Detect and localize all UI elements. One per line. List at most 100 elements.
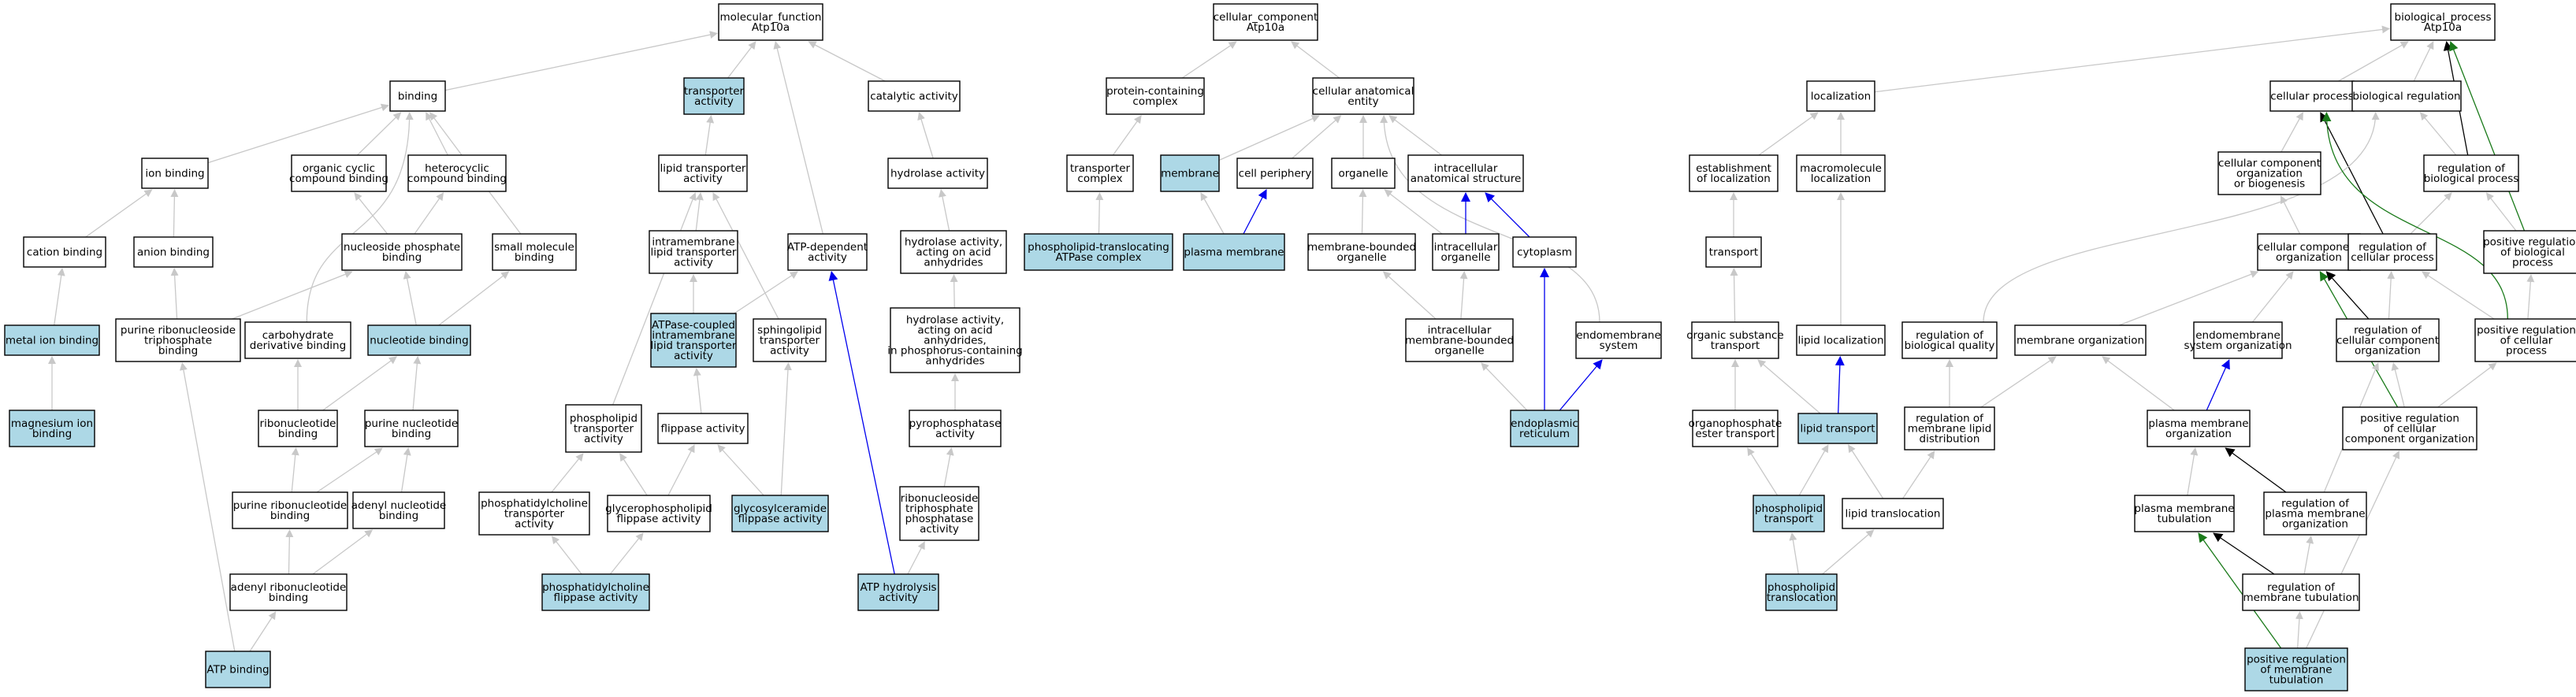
go-term-label: purine nucleotide [365, 417, 458, 430]
relation-edge-is-a [1382, 271, 1437, 320]
go-term-node[interactable]: biological regulation [2351, 80, 2462, 112]
go-term-label: derivative binding [250, 339, 346, 352]
go-term-label: magnesium ion [11, 417, 93, 430]
go-term-node[interactable]: lipid translocation [1842, 498, 1944, 529]
go-term-node[interactable]: hydrolase activity,acting on acidanhydri… [900, 230, 1007, 274]
go-term-node[interactable]: cation binding [23, 236, 106, 268]
go-term-node[interactable]: cell periphery [1236, 158, 1314, 189]
go-term-node[interactable]: ATP binding [205, 651, 271, 688]
go-term-label: plasma membrane [2148, 417, 2248, 430]
go-term-node[interactable]: localization [1806, 80, 1875, 112]
go-term-node[interactable]: hydrolase activity,acting on acidanhydri… [887, 307, 1023, 373]
go-term-node[interactable]: nucleotide binding [367, 324, 471, 356]
go-term-label: of localization [1697, 172, 1771, 185]
go-term-node[interactable]: metal ion binding [4, 324, 100, 356]
go-term-node[interactable]: lipid transport [1797, 413, 1878, 444]
go-term-node[interactable]: membrane organization [2014, 324, 2147, 356]
go-term-node[interactable]: plasma membrane [1183, 233, 1285, 271]
go-term-label: acting on acid [917, 324, 992, 337]
relation-edge-is-a [1983, 112, 2380, 323]
go-term-node[interactable]: ion binding [141, 158, 209, 189]
go-term-box [1312, 77, 1414, 115]
go-term-node[interactable]: cytoplasm [1512, 236, 1577, 268]
relation-edge-is-a [2338, 41, 2409, 82]
go-term-node[interactable]: binding [389, 80, 446, 112]
relation-edge-has-part-like [2206, 359, 2230, 411]
go-term-node[interactable]: membrane [1160, 154, 1220, 192]
go-term-node[interactable]: organelle [1331, 158, 1396, 189]
go-term-node[interactable]: ribonucleosidetriphosphatephosphataseact… [899, 486, 979, 541]
go-term-node[interactable]: hydrolase activity [887, 158, 988, 189]
go-term-label: organophosphate [1689, 417, 1782, 430]
go-term-label: binding [269, 591, 308, 604]
go-term-label: regulation of [1916, 413, 1984, 425]
go-term-node[interactable]: transport [1705, 236, 1762, 268]
go-term-node[interactable]: anion binding [133, 236, 214, 268]
go-term-node[interactable]: flippase activity [657, 413, 749, 444]
go-term-node[interactable]: cellular process [2269, 80, 2355, 112]
go-term-node[interactable]: catalytic activity [868, 80, 961, 112]
go-term-node[interactable]: lipid localization [1796, 324, 1886, 356]
